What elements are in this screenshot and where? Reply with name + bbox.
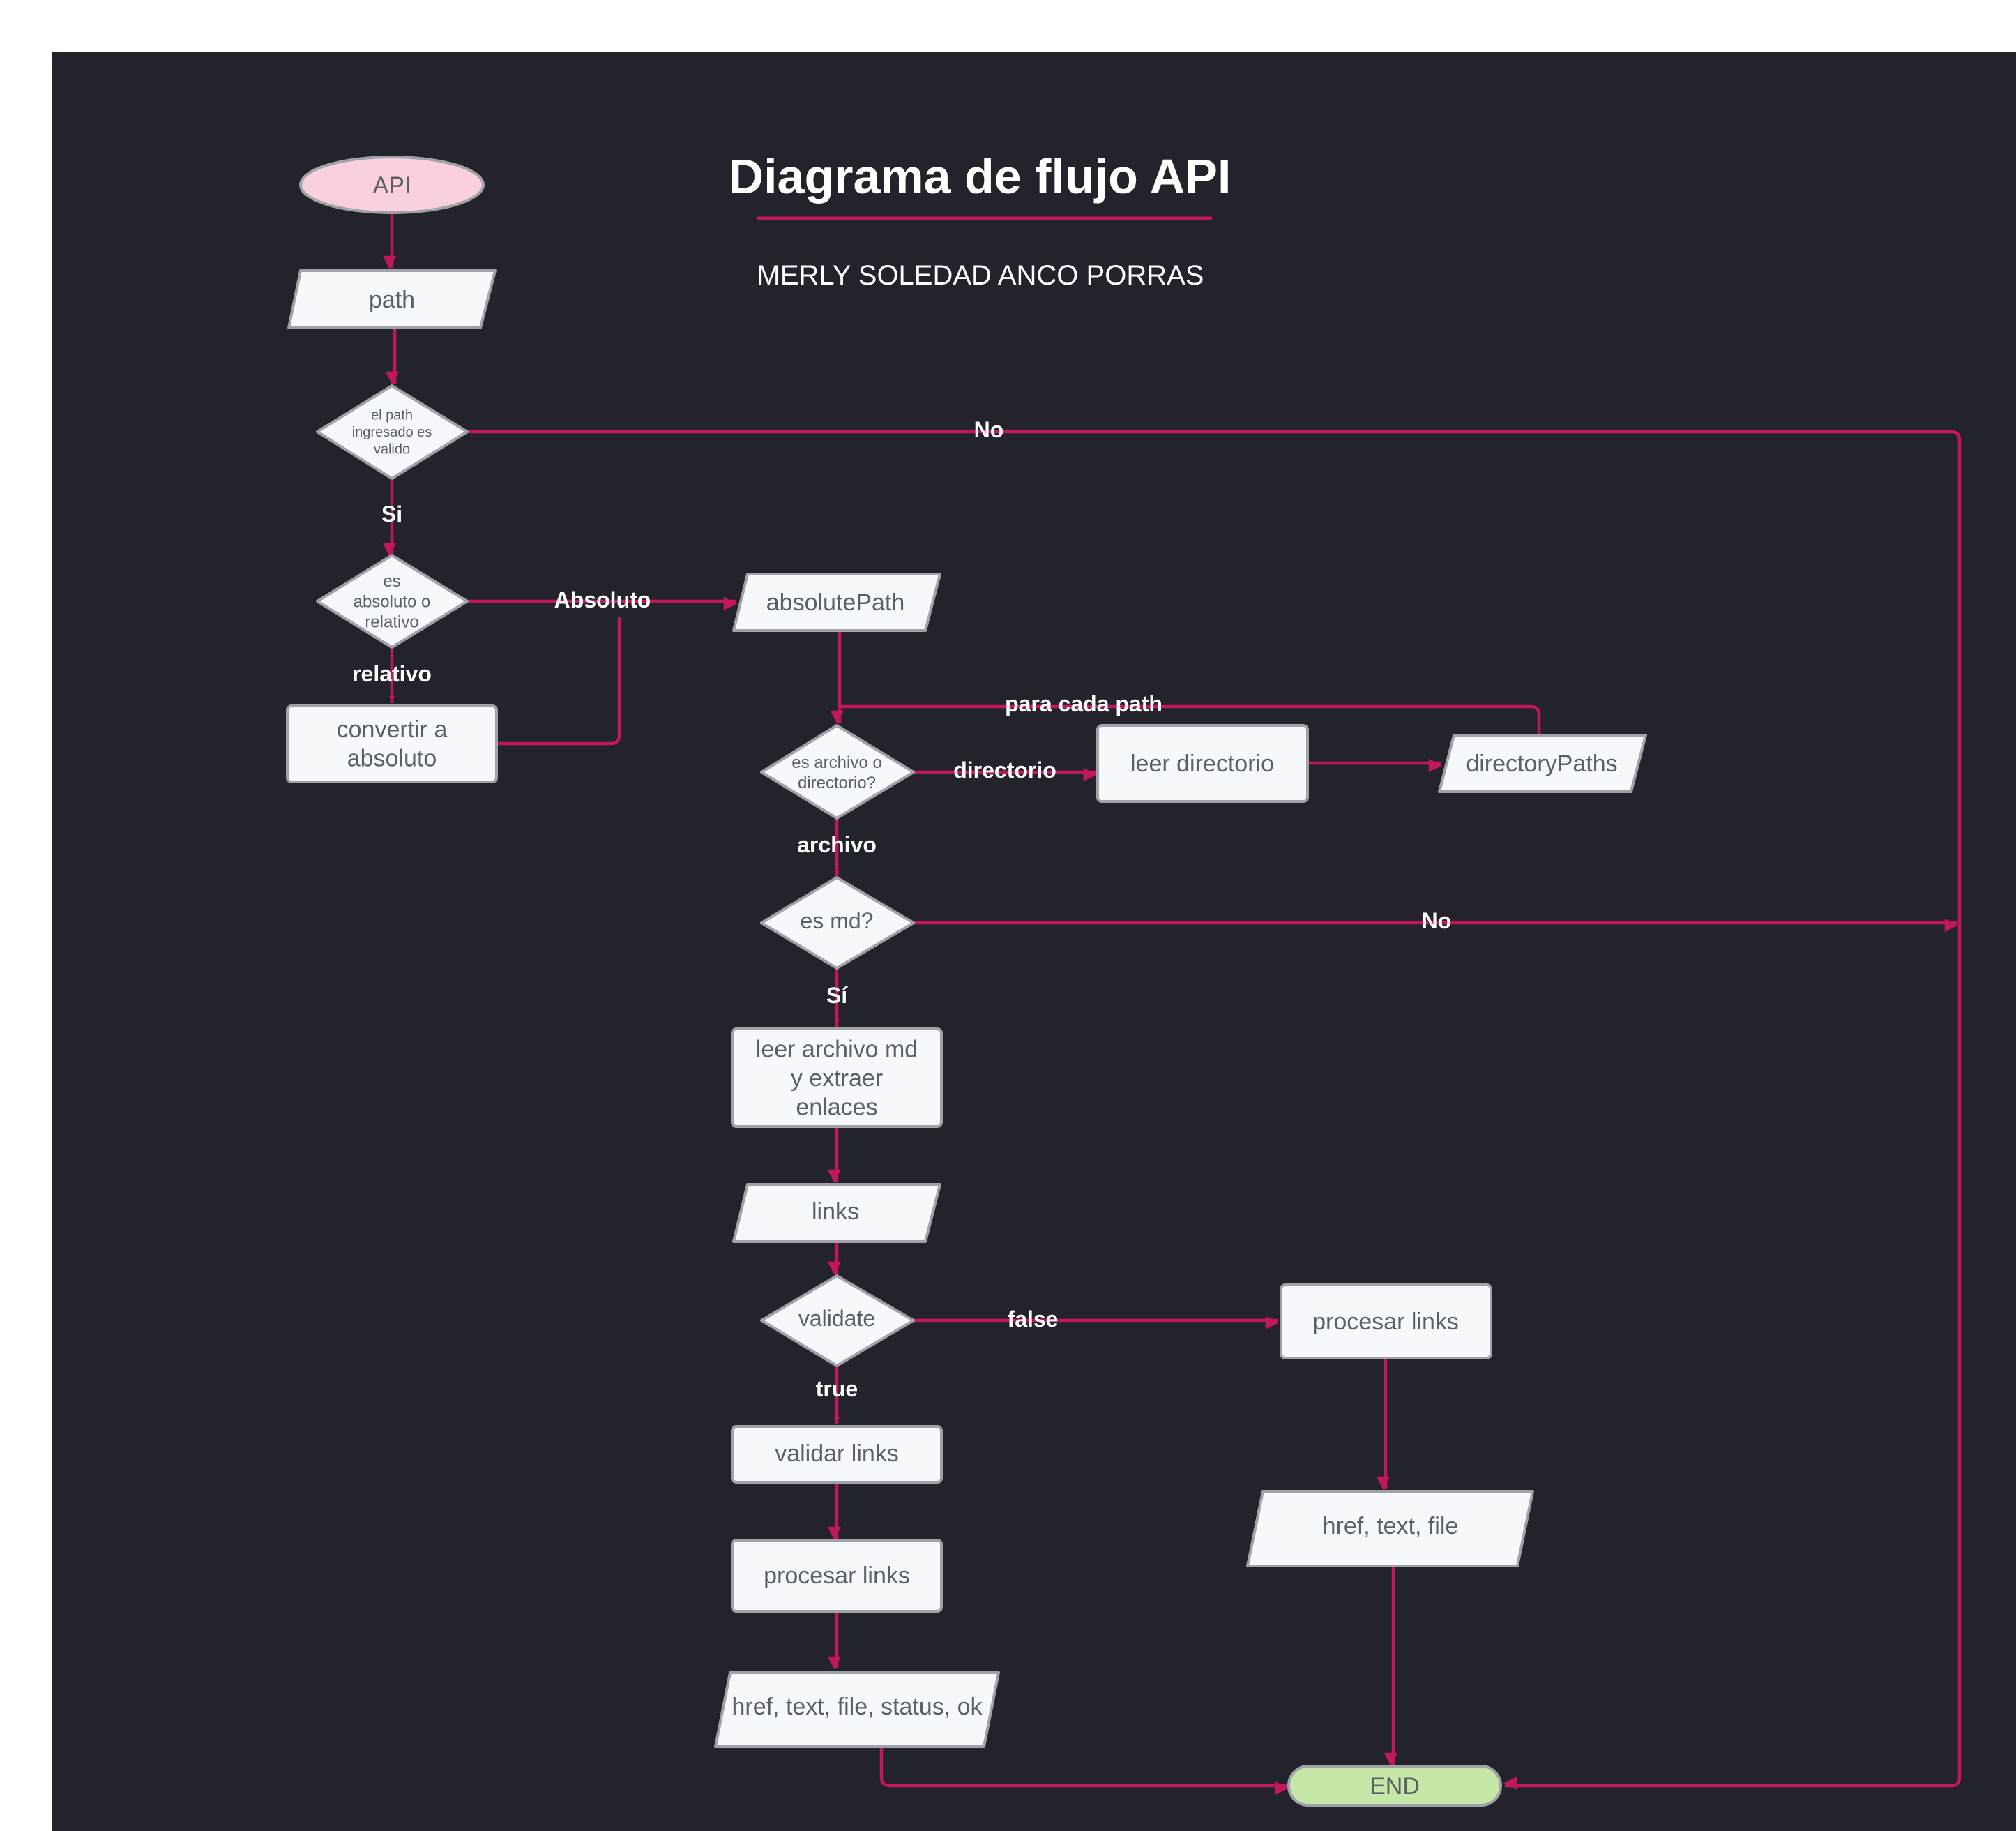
process-node-process-links-false[interactable]: procesar links [1280, 1283, 1492, 1359]
node-label-line: validate [798, 1306, 875, 1331]
node-label: API [373, 172, 411, 199]
node-label: leer directorio [1130, 751, 1274, 777]
end-node[interactable]: END [1287, 1765, 1502, 1807]
input-node-absolute-path[interactable]: absolutePath [732, 573, 941, 632]
node-label-line: procesar links [764, 1562, 910, 1589]
node-label: el path ingresado es valido [352, 408, 432, 458]
node-label-line: absolutePath [766, 589, 905, 616]
label-no-md: No [1422, 908, 1452, 933]
process-node-read-dir[interactable]: leer directorio [1096, 724, 1309, 803]
diagram-background [52, 52, 2016, 1831]
node-label: directoryPaths [1466, 751, 1617, 777]
decision-node-is-md[interactable]: es md? [760, 876, 915, 970]
label-no-valid: No [974, 417, 1004, 442]
node-label: END [1370, 1773, 1420, 1800]
node-label: convertir a absoluto [337, 716, 448, 771]
node-label-line: path [369, 287, 415, 313]
node-label-line: convertir a [337, 716, 448, 743]
label-relativo: relativo [352, 661, 432, 686]
node-label: links [812, 1198, 859, 1225]
node-label-line: href, text, file, status, ok [732, 1694, 983, 1720]
node-label-line: relativo [365, 613, 418, 632]
node-label-line: API [373, 172, 411, 199]
node-label-line: END [1370, 1773, 1420, 1800]
node-label: es archivo o directorio? [791, 753, 881, 792]
node-label: procesar links [1312, 1309, 1459, 1335]
node-label: path [369, 287, 415, 313]
edge-convert-merge [497, 617, 621, 746]
node-label: validate [798, 1306, 875, 1331]
edge-labels: No Si Absoluto relativo para cada path d… [352, 417, 1451, 1401]
node-label-line: absoluto [347, 746, 437, 772]
input-node-path[interactable]: path [287, 269, 497, 329]
node-label-line: leer directorio [1130, 751, 1274, 777]
node-label-line: y extraer [791, 1065, 883, 1092]
node-label: href, text, file, status, ok [732, 1694, 983, 1720]
node-label-line: enlaces [796, 1094, 877, 1120]
label-archivo: archivo [797, 832, 877, 857]
node-label-line: leer archivo md [756, 1036, 918, 1062]
process-node-convert[interactable]: convertir a absoluto [286, 704, 498, 783]
output-node-href-text-file-status-ok[interactable]: href, text, file, status, ok [714, 1671, 1000, 1748]
start-node-api[interactable]: API [299, 156, 485, 214]
node-label-line: ingresado es [352, 425, 432, 440]
edge-valid-no [467, 430, 1962, 1791]
input-node-directory-paths[interactable]: directoryPaths [1438, 734, 1647, 793]
label-false: false [1008, 1306, 1059, 1332]
decision-node-path-valid[interactable]: el path ingresado es valido [316, 384, 469, 480]
input-node-links[interactable]: links [732, 1183, 941, 1243]
edges [382, 214, 1962, 1795]
node-label: absolutePath [766, 589, 905, 616]
label-directorio: directorio [953, 758, 1056, 783]
node-label-line: links [812, 1198, 859, 1225]
node-label-line: href, text, file [1323, 1513, 1459, 1539]
node-label: href, text, file [1323, 1513, 1459, 1539]
label-si-valid: Si [381, 502, 402, 527]
decision-node-file-dir[interactable]: es archivo o directorio? [760, 724, 915, 820]
node-label-line: directorio? [798, 774, 876, 792]
process-node-process-links-true[interactable]: procesar links [731, 1539, 943, 1613]
node-label-line: absoluto o [354, 592, 431, 611]
node-label: es md? [801, 908, 874, 933]
process-node-validate-links[interactable]: validar links [731, 1425, 943, 1484]
page-title: Diagrama de flujo API [729, 149, 1231, 204]
label-para-cada-path: para cada path [1005, 691, 1162, 716]
node-label: procesar links [764, 1562, 910, 1589]
node-label-line: valido [374, 442, 410, 457]
node-label-line: el path [371, 408, 413, 423]
edge-out-true-end [879, 1747, 1289, 1795]
node-label-line: directoryPaths [1466, 751, 1617, 777]
node-label-line: es md? [801, 908, 874, 933]
node-label-line: validar links [775, 1440, 899, 1467]
decision-node-validate[interactable]: validate [760, 1274, 915, 1367]
node-label: validar links [775, 1440, 899, 1467]
node-label-line: es archivo o [791, 753, 881, 772]
node-label-line: es [383, 572, 400, 591]
label-absoluto: Absoluto [554, 587, 651, 612]
author-name: MERLY SOLEDAD ANCO PORRAS [757, 260, 1204, 291]
node-label-line: procesar links [1312, 1309, 1459, 1335]
label-true: true [816, 1376, 858, 1401]
output-node-href-text-file[interactable]: href, text, file [1246, 1490, 1534, 1567]
label-si-md: Sí [826, 983, 848, 1008]
edge-loop-back [840, 704, 1541, 734]
